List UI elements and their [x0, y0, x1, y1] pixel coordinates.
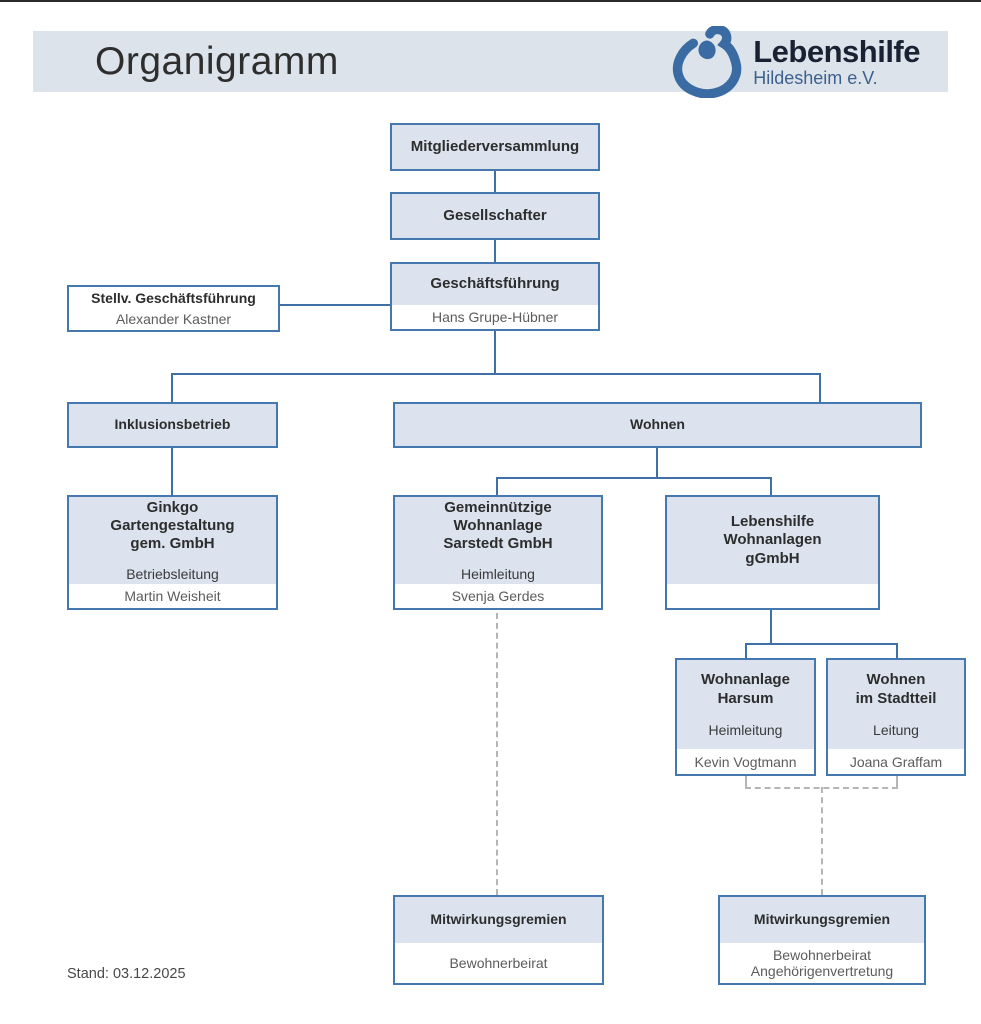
node-wohnanlage-sarstedt: Gemeinnützige Wohnanlage Sarstedt GmbH H… [393, 495, 603, 610]
connector-to-sarstedt [496, 477, 498, 495]
node-geschaeftsfuehrung: Geschäftsführung Hans Grupe-Hübner [390, 262, 600, 331]
node-lebenshilfe-wohnanlagen: Lebenshilfe Wohnanlagen gGmbH [665, 495, 880, 610]
connector-to-wohnen [819, 373, 821, 402]
connector-to-lw-ggmbh [770, 477, 772, 495]
dashed-connector-to-gremien-right [821, 787, 823, 895]
connector-wohnen-down [656, 448, 658, 479]
connector-gesellschafter-gf [494, 240, 496, 262]
node-title-area: Lebenshilfe Wohnanlagen gGmbH [667, 497, 878, 584]
connector-stellv-gf [280, 304, 390, 306]
node-body: Bewohnerbeirat [395, 943, 602, 983]
node-title: Gemeinnützige Wohnanlage Sarstedt GmbH [443, 498, 553, 553]
connector-to-inklusionsbetrieb [171, 373, 173, 402]
node-role: Heimleitung [708, 721, 783, 738]
node-title: Wohnen [630, 416, 685, 433]
node-role: Leitung [873, 721, 919, 738]
node-title: Wohnanlage Harsum [701, 671, 790, 707]
node-role: Betriebsleitung [126, 566, 219, 583]
node-title-area: Mitwirkungsgremien [720, 897, 924, 943]
node-mitwirkungsgremien-wohnanlage: Mitwirkungsgremien Bewohnerbeirat [393, 895, 604, 985]
logo-text: Lebenshilfe Hildesheim e.V. [753, 33, 920, 89]
person-name: Svenja Gerdes [451, 588, 545, 604]
node-wohnen: Wohnen [393, 402, 922, 448]
node-title-area: Mitwirkungsgremien [395, 897, 602, 943]
node-title: Lebenshilfe Wohnanlagen gGmbH [723, 513, 822, 567]
page-title: Organigramm [95, 39, 339, 83]
node-role: Heimleitung [461, 566, 535, 583]
dashed-connector-sarstedt-gremien [496, 613, 498, 895]
stand-date-label: Stand: 03.12.2025 [67, 966, 186, 982]
logo-brand-text: Lebenshilfe [753, 33, 920, 69]
node-title-area: Geschäftsführung [392, 264, 598, 305]
node-title-area: Wohnen im Stadtteil Leitung [828, 660, 964, 749]
person-name: Alexander Kastner [115, 310, 232, 327]
node-title: Mitwirkungsgremien [753, 911, 891, 928]
node-title: Stellv. Geschäftsführung [91, 290, 256, 307]
person-name: Martin Weisheit [124, 588, 221, 604]
node-body-text: Bewohnerbeirat [449, 955, 548, 971]
person-name: Hans Grupe-Hübner [431, 309, 559, 325]
lebenshilfe-logo: Lebenshilfe Hildesheim e.V. [667, 26, 920, 98]
node-inklusionsbetrieb: Inklusionsbetrieb [67, 402, 278, 448]
node-stellv-geschaeftsfuehrung: Stellv. Geschäftsführung Alexander Kastn… [67, 285, 280, 332]
node-title: Wohnen im Stadtteil [855, 671, 937, 707]
lebenshilfe-figure-icon [673, 26, 742, 98]
connector-wohnen-branch-horizontal [496, 477, 772, 479]
node-title: Ginkgo Gartengestaltung gem. GmbH [110, 498, 235, 553]
node-mitwirkungsgremien-ggmbh: Mitwirkungsgremien Bewohnerbeirat Angehö… [718, 895, 926, 985]
dashed-connector-stadtteil-down [896, 776, 898, 788]
node-person-strip: Kevin Vogtmann [677, 749, 814, 774]
node-title-area: Ginkgo Gartengestaltung gem. GmbH Betrie… [69, 497, 276, 584]
person-name: Joana Graffam [849, 753, 943, 770]
node-person-strip: Martin Weisheit [69, 584, 276, 608]
connector-mitglieder-gesellschafter [494, 171, 496, 192]
connector-inklusion-ginkgo [171, 448, 173, 495]
node-wohnanlage-harsum: Wohnanlage Harsum Heimleitung Kevin Vogt… [675, 658, 816, 776]
node-title: Inklusionsbetrieb [114, 416, 231, 433]
header-bar: Organigramm Lebenshilfe Hildesheim e.V. [33, 26, 948, 98]
node-person-strip [667, 584, 878, 608]
node-wohnen-im-stadtteil: Wohnen im Stadtteil Leitung Joana Graffa… [826, 658, 966, 776]
page-top-border [0, 0, 981, 2]
connector-lw-down [770, 610, 772, 645]
node-title: Mitwirkungsgremien [430, 911, 567, 928]
node-title: Gesellschafter [443, 206, 547, 224]
node-body-text: Bewohnerbeirat Angehörigenvertretung [750, 947, 894, 979]
node-body: Bewohnerbeirat Angehörigenvertretung [720, 943, 924, 983]
node-person-strip: Joana Graffam [828, 749, 964, 774]
connector-to-stadtteil [896, 643, 898, 658]
person-name: Kevin Vogtmann [694, 753, 797, 770]
node-title: Mitgliederversammlung [410, 137, 580, 155]
node-person-strip: Svenja Gerdes [395, 584, 601, 608]
connector-lw-branch-horizontal [745, 643, 898, 645]
node-title-area: Gemeinnützige Wohnanlage Sarstedt GmbH H… [395, 497, 601, 584]
connector-gf-branch-horizontal [171, 373, 821, 375]
connector-gf-down [494, 331, 496, 373]
node-ginkgo-gartengestaltung: Ginkgo Gartengestaltung gem. GmbH Betrie… [67, 495, 278, 610]
node-title: Geschäftsführung [430, 275, 560, 293]
connector-to-harsum [745, 643, 747, 658]
node-person-strip: Hans Grupe-Hübner [392, 305, 598, 329]
node-gesellschafter: Gesellschafter [390, 192, 600, 240]
logo-sub-text: Hildesheim e.V. [753, 68, 878, 89]
dashed-connector-harsum-down [745, 776, 747, 788]
node-mitgliederversammlung: Mitgliederversammlung [390, 123, 600, 171]
node-title-area: Wohnanlage Harsum Heimleitung [677, 660, 814, 749]
